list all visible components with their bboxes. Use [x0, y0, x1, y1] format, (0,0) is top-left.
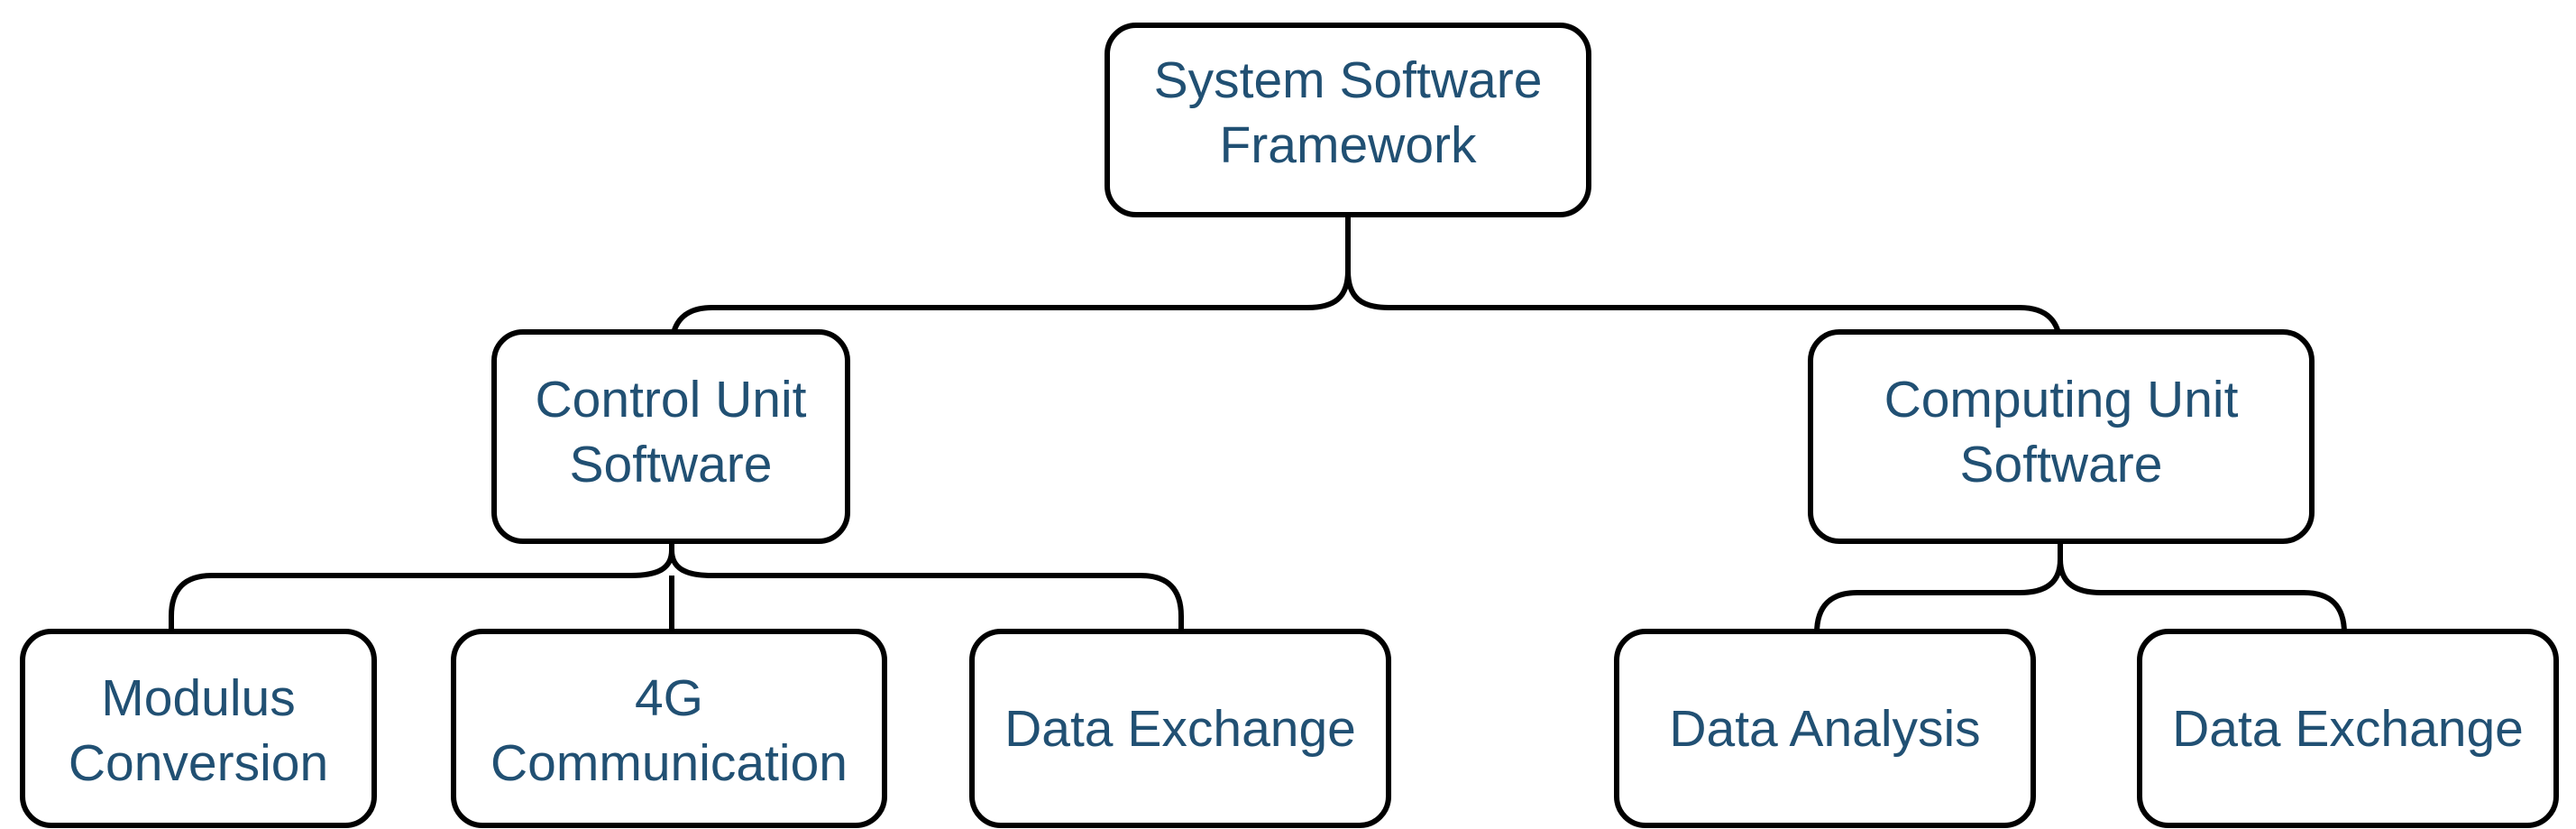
node-label-modulus-conversion-line2: Conversion	[69, 734, 328, 792]
edge-control-unit-to-children-right	[669, 549, 1184, 631]
edge-root-to-level1	[669, 215, 1351, 349]
node-modulus-conversion[interactable]: Modulus Conversion	[20, 629, 377, 828]
node-label-data-analysis: Data Analysis	[1669, 700, 1980, 758]
node-label-root-line1: System Software	[1154, 51, 1543, 109]
edge-control-unit-to-children-left	[169, 541, 674, 631]
node-label-root-line2: Framework	[1219, 116, 1477, 174]
node-label-computing-unit-line1: Computing Unit	[1884, 371, 2239, 428]
node-computing-unit-software[interactable]: Computing Unit Software	[1808, 329, 2315, 544]
node-box-data-exchange-computing[interactable]	[2137, 629, 2559, 828]
node-label-data-exchange-computing: Data Exchange	[2172, 700, 2524, 758]
node-label-control-unit-line2: Software	[570, 436, 773, 493]
node-data-analysis[interactable]: Data Analysis	[1614, 629, 2036, 828]
node-data-exchange-computing[interactable]: Data Exchange	[2137, 629, 2559, 828]
node-system-software-framework[interactable]: System Software Framework	[1105, 23, 1591, 217]
node-data-exchange-control[interactable]: Data Exchange	[969, 629, 1391, 828]
node-label-control-unit-line1: Control Unit	[536, 371, 807, 428]
edge-computing-unit-to-children-right	[2058, 558, 2347, 634]
node-box-root[interactable]	[1105, 23, 1591, 217]
node-box-computing-unit-software[interactable]	[1808, 329, 2315, 544]
node-label-computing-unit-line2: Software	[1960, 436, 2163, 493]
node-box-control-unit-software[interactable]	[491, 329, 850, 544]
node-control-unit-software[interactable]: Control Unit Software	[491, 329, 850, 544]
node-box-data-exchange-control[interactable]	[969, 629, 1391, 828]
node-4g-communication[interactable]: 4G Communication	[451, 629, 887, 828]
node-label-modulus-conversion-line1: Modulus	[101, 669, 295, 727]
edge-computing-unit-to-children-left	[1814, 541, 2063, 634]
node-box-data-analysis[interactable]	[1614, 629, 2036, 828]
node-label-4g-communication-line1: 4G	[635, 669, 703, 727]
node-label-data-exchange-control: Data Exchange	[1004, 700, 1356, 758]
node-label-4g-communication-line2: Communication	[490, 734, 848, 792]
node-box-modulus-conversion[interactable]	[20, 629, 377, 828]
node-box-4g-communication[interactable]	[451, 629, 887, 828]
